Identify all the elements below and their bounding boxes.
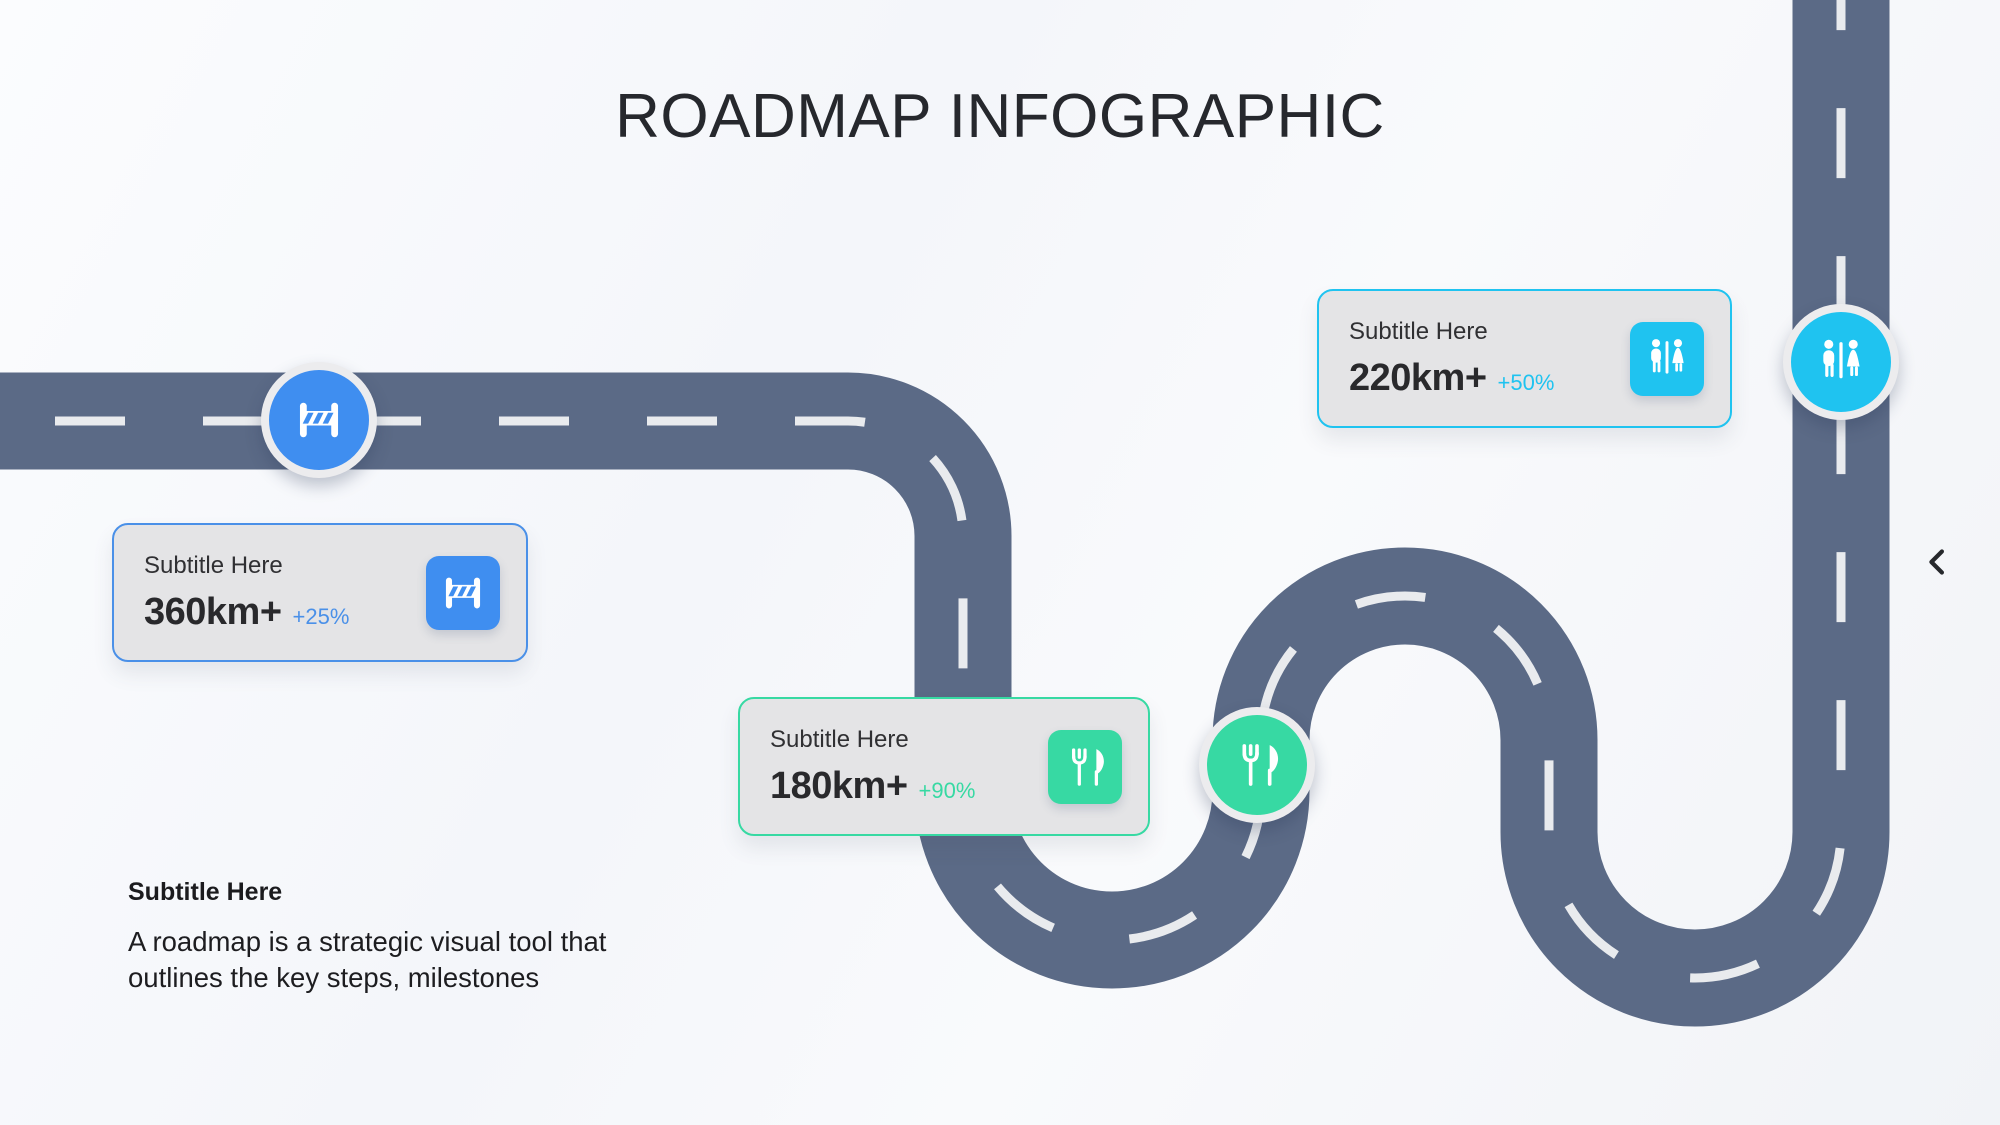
card-value: 220km+ [1349, 356, 1487, 399]
road-marker-barrier [261, 362, 377, 478]
milestone-card-restaurant: Subtitle Here 180km+ +90% [738, 697, 1150, 836]
barrier-icon [426, 555, 500, 630]
restaurant-icon [1242, 743, 1280, 786]
barrier-icon [299, 402, 339, 438]
chevron-left-icon [1929, 549, 1944, 575]
footer-block: Subtitle Here A roadmap is a strategic v… [128, 878, 688, 996]
restaurant-icon [1048, 729, 1122, 804]
back-button[interactable] [1920, 541, 1954, 583]
card-delta: +50% [1497, 369, 1555, 395]
milestone-card-restroom: Subtitle Here 220km+ +50% [1317, 289, 1732, 428]
card-subtitle: Subtitle Here [770, 725, 909, 753]
footer-description: A roadmap is a strategic visual tool tha… [128, 926, 607, 993]
card-delta: +25% [292, 603, 350, 629]
road-marker-restroom [1783, 304, 1899, 420]
card-subtitle: Subtitle Here [144, 551, 283, 579]
restroom-icon [1823, 339, 1860, 379]
road-marker-restaurant [1199, 707, 1315, 823]
footer-heading: Subtitle Here [128, 878, 283, 906]
card-value: 360km+ [144, 590, 282, 633]
card-delta: +90% [918, 777, 976, 803]
milestone-card-barrier: Subtitle Here 360km+ +25% [112, 523, 528, 662]
card-subtitle: Subtitle Here [1349, 317, 1488, 345]
restroom-icon [1630, 321, 1704, 396]
page-title: ROADMAP INFOGRAPHIC [615, 82, 1385, 151]
card-value: 180km+ [770, 764, 908, 807]
